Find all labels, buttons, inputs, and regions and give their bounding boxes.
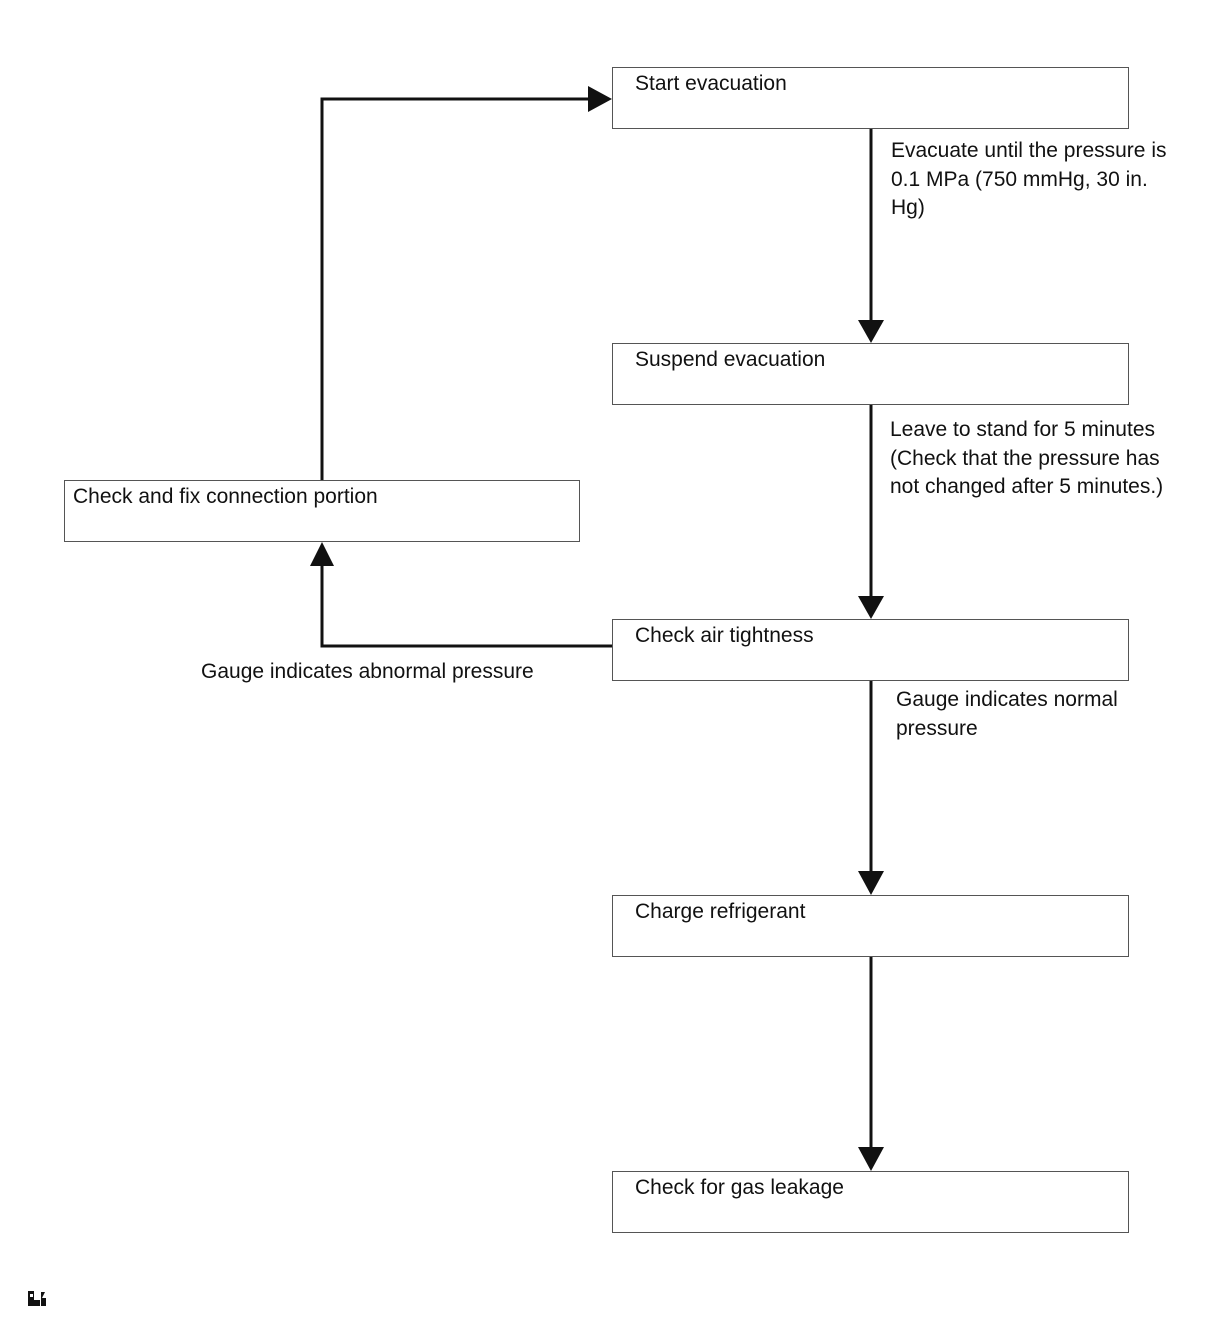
- step-label: Charge refrigerant: [635, 900, 806, 923]
- step-start-evacuation: Start evacuation: [612, 67, 1129, 129]
- step-check-fix-connection: Check and fix connection portion: [64, 480, 580, 542]
- illustration-marker-icon: [28, 1291, 46, 1306]
- step-label: Check and fix connection portion: [73, 485, 378, 508]
- step-label: Start evacuation: [635, 72, 787, 95]
- arrowhead-charge: [858, 871, 884, 895]
- arrowhead-suspend: [858, 320, 884, 343]
- step-check-air-tightness: Check air tightness: [612, 619, 1129, 681]
- note-normal-pressure: Gauge indicates normal pressure: [896, 688, 1118, 740]
- arrowhead-leakage: [858, 1147, 884, 1171]
- step-charge-refrigerant: Charge refrigerant: [612, 895, 1129, 957]
- step-label: Check for gas leakage: [635, 1176, 844, 1199]
- step-label: Suspend evacuation: [635, 348, 826, 371]
- arrowhead-fix: [310, 542, 334, 566]
- note-evacuate-until: Evacuate until the pressure is 0.1 MPa (…: [891, 139, 1167, 219]
- step-check-gas-leakage: Check for gas leakage: [612, 1171, 1129, 1233]
- arrow-airtight-to-fix: [320, 565, 612, 648]
- note-leave-to-stand: Leave to stand for 5 minutes (Check that…: [890, 418, 1164, 498]
- note-abnormal-pressure: Gauge indicates abnormal pressure: [201, 660, 534, 683]
- arrowhead-start: [588, 86, 612, 112]
- arrowhead-airtight: [858, 596, 884, 619]
- arrow-fix-to-start: [320, 97, 590, 480]
- step-suspend-evacuation: Suspend evacuation: [612, 343, 1129, 405]
- step-label: Check air tightness: [635, 624, 814, 647]
